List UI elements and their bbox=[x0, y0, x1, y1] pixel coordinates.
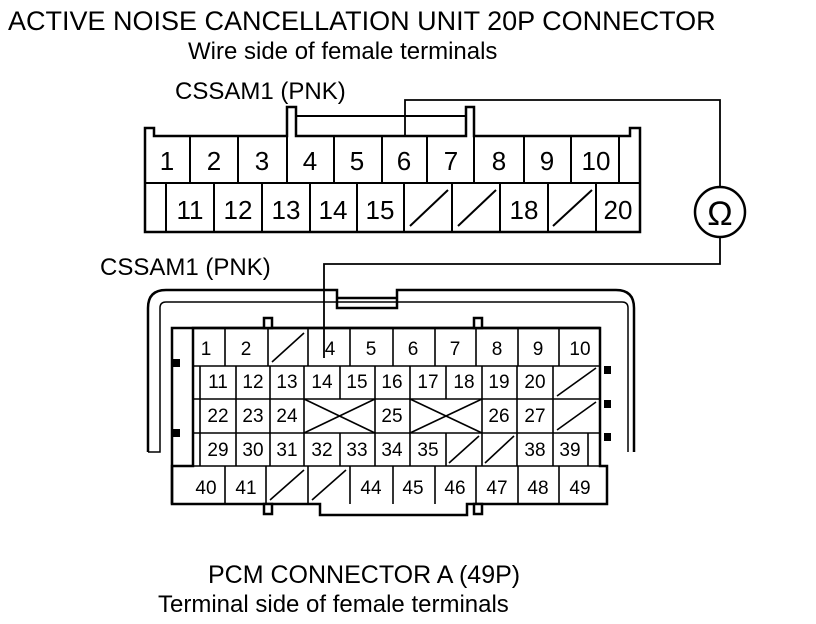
pin-label: 41 bbox=[235, 478, 256, 499]
pin-label: 20 bbox=[604, 195, 633, 225]
pin-label: 23 bbox=[242, 406, 263, 427]
pin-label: 7 bbox=[444, 146, 458, 176]
pin-label: 15 bbox=[366, 195, 395, 225]
pin-label: 9 bbox=[540, 146, 554, 176]
pin-label: 1 bbox=[160, 146, 174, 176]
pin-label: 6 bbox=[397, 146, 411, 176]
pin-label: 33 bbox=[346, 440, 367, 461]
pin-label: 45 bbox=[402, 478, 423, 499]
pin-label: 20 bbox=[524, 372, 545, 393]
pin-label: 14 bbox=[319, 195, 348, 225]
pin-label: 19 bbox=[488, 372, 509, 393]
pin-label: 14 bbox=[311, 372, 333, 393]
pin-label: 25 bbox=[381, 406, 402, 427]
pin-label: 7 bbox=[450, 339, 461, 360]
pin-label: 49 bbox=[569, 478, 590, 499]
pin-label: 10 bbox=[569, 339, 590, 360]
pin-label: 2 bbox=[207, 146, 221, 176]
pin-label: 30 bbox=[242, 440, 263, 461]
pin-label: 13 bbox=[276, 372, 297, 393]
pin-label: 31 bbox=[276, 440, 297, 461]
pin-label: 10 bbox=[582, 146, 611, 176]
pin-label: 48 bbox=[527, 478, 548, 499]
pin-label: 8 bbox=[492, 146, 506, 176]
pin-label: 12 bbox=[224, 195, 253, 225]
pcm-grid bbox=[193, 328, 600, 504]
pin-label: 39 bbox=[559, 440, 580, 461]
pin-label: 26 bbox=[488, 406, 509, 427]
pin-label: 35 bbox=[417, 440, 438, 461]
pin-label: 9 bbox=[533, 339, 544, 360]
pin-label: 3 bbox=[255, 146, 269, 176]
pin-label: 18 bbox=[510, 195, 539, 225]
pin-label: 27 bbox=[524, 406, 545, 427]
pin-label: 29 bbox=[207, 440, 228, 461]
pin-label: 40 bbox=[195, 478, 216, 499]
pin-label: 13 bbox=[272, 195, 301, 225]
pcm-side-locks bbox=[173, 359, 611, 441]
anc-unit-connector bbox=[143, 105, 642, 234]
pin-label: 1 bbox=[201, 339, 212, 360]
pin-label: 16 bbox=[381, 372, 402, 393]
diagram-subtitle-top: Wire side of female terminals bbox=[188, 38, 497, 65]
ohm-icon: Ω bbox=[707, 195, 732, 233]
pin-label: 34 bbox=[381, 440, 403, 461]
pin-label: 4 bbox=[303, 146, 317, 176]
ohmmeter-circuit bbox=[323, 99, 747, 358]
pin-label: 18 bbox=[453, 372, 474, 393]
pin-label: 11 bbox=[177, 195, 204, 225]
anc-wire-label: CSSAM1 (PNK) bbox=[175, 78, 346, 105]
pin-label: 15 bbox=[346, 372, 367, 393]
pin-label: 6 bbox=[408, 339, 419, 360]
pin-label: 32 bbox=[311, 440, 332, 461]
pcm-connector bbox=[146, 288, 636, 517]
pin-label: 12 bbox=[242, 372, 263, 393]
pin-label: 17 bbox=[417, 372, 438, 393]
diagram-title: ACTIVE NOISE CANCELLATION UNIT 20P CONNE… bbox=[8, 6, 716, 36]
pin-label: 47 bbox=[486, 478, 507, 499]
pin-label: 11 bbox=[208, 372, 228, 393]
pin-label: 22 bbox=[207, 406, 228, 427]
pin-label: 8 bbox=[492, 339, 503, 360]
anc-row2-pins: 11 12 13 14 15 18 20 bbox=[177, 195, 633, 225]
pcm-title: PCM CONNECTOR A (49P) bbox=[208, 561, 520, 589]
pin-label: 4 bbox=[325, 339, 336, 360]
pin-label: 44 bbox=[360, 478, 382, 499]
pin-label: 46 bbox=[444, 478, 465, 499]
pin-label: 2 bbox=[241, 339, 252, 360]
pin-label: 24 bbox=[276, 406, 298, 427]
pin-label: 5 bbox=[350, 146, 364, 176]
pcm-subtitle: Terminal side of female terminals bbox=[158, 591, 509, 618]
anc-row1-pins: 1 2 3 4 5 6 7 8 9 10 bbox=[160, 146, 611, 176]
pcm-wire-label: CSSAM1 (PNK) bbox=[100, 254, 271, 281]
pin-label: 5 bbox=[366, 339, 377, 360]
pin-label: 38 bbox=[524, 440, 545, 461]
